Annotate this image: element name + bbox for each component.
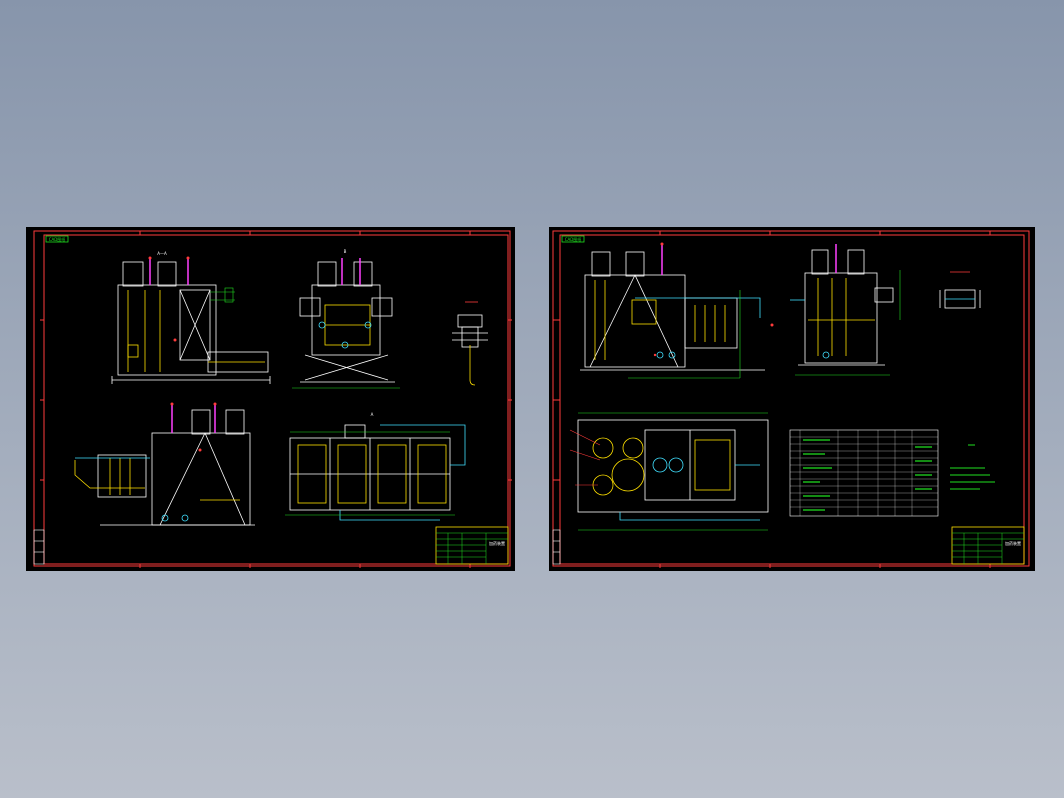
drawing-sheet-1: CAD图纸 A—A	[26, 227, 515, 571]
sheet-tag: CAD图纸	[49, 236, 66, 242]
front-elevation-view	[580, 242, 774, 379]
section-label-a-a: A—A	[157, 251, 167, 256]
plan-view	[569, 412, 769, 531]
left-elevation-view	[74, 402, 255, 526]
title-block-label: 加药装置	[1005, 540, 1021, 546]
detail-view	[452, 301, 488, 386]
sheet-tag: CAD图纸	[565, 236, 582, 242]
drawing-sheet-2: CAD图纸	[549, 227, 1035, 571]
technical-notes	[950, 444, 995, 490]
detail-view	[939, 271, 981, 309]
plan-view: A	[285, 412, 466, 521]
section-label-b: B	[344, 249, 347, 254]
section-label-a: A	[371, 412, 374, 417]
title-block: 加药装置	[951, 526, 1025, 565]
side-elevation-view: B	[292, 249, 400, 389]
side-elevation-view	[790, 244, 901, 376]
title-block-label: 加药装置	[489, 540, 505, 546]
parts-list-table	[789, 429, 939, 517]
front-elevation-view: A—A	[111, 251, 271, 384]
title-block: 加药装置	[435, 526, 509, 565]
